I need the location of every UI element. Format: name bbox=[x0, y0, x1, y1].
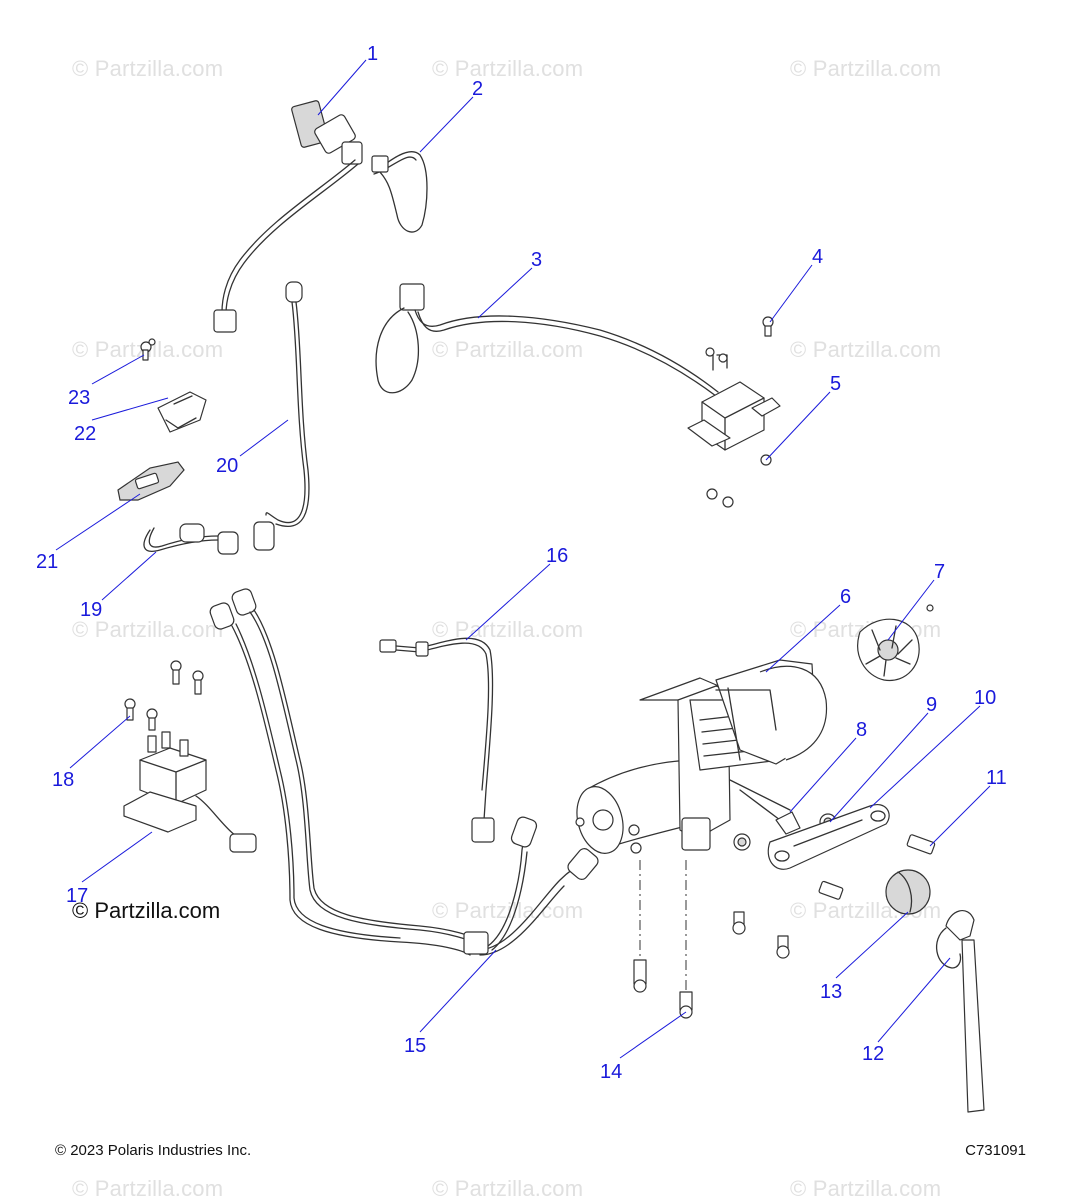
callout-12: 12 bbox=[862, 1043, 884, 1065]
screw-part-18 bbox=[124, 660, 204, 731]
brand-watermark: © Partzilla.com bbox=[72, 898, 221, 923]
solenoid-part-17 bbox=[123, 731, 257, 853]
callout-18: 18 bbox=[52, 769, 74, 791]
callout-20: 20 bbox=[216, 455, 238, 477]
fairlead-part-10 bbox=[767, 804, 890, 870]
callout-5: 5 bbox=[830, 373, 841, 395]
cable-part-20 bbox=[253, 281, 310, 551]
callout-14: 14 bbox=[600, 1061, 622, 1083]
callout-6: 6 bbox=[840, 586, 851, 608]
cable-part-19 bbox=[143, 523, 239, 555]
wire-harness-part-3 bbox=[375, 283, 781, 451]
callout-16: 16 bbox=[546, 545, 568, 567]
callout-7: 7 bbox=[934, 561, 945, 583]
callout-4: 4 bbox=[812, 246, 823, 268]
watermark: © Partzilla.com bbox=[72, 56, 224, 81]
hook-part-12 bbox=[935, 910, 985, 1113]
callout-1: 1 bbox=[367, 43, 378, 65]
watermark: © Partzilla.com bbox=[432, 1176, 584, 1201]
winch-part-6 bbox=[575, 659, 828, 854]
callout-13: 13 bbox=[820, 981, 842, 1003]
callout-11: 11 bbox=[986, 767, 1007, 789]
diagram-id: C731091 bbox=[965, 1142, 1026, 1159]
callout-19: 19 bbox=[80, 599, 102, 621]
cable-part-15 bbox=[209, 588, 599, 956]
watermark: © Partzilla.com bbox=[432, 617, 584, 642]
callout-23: 23 bbox=[68, 387, 90, 409]
watermark: © Partzilla.com bbox=[432, 56, 584, 81]
watermark: © Partzilla.com bbox=[790, 337, 942, 362]
watermark: © Partzilla.com bbox=[790, 56, 942, 81]
screw-part-23 bbox=[140, 338, 156, 361]
bolt-part-14 bbox=[633, 860, 790, 1019]
watermark: © Partzilla.com bbox=[72, 1176, 224, 1201]
watermark: © Partzilla.com bbox=[72, 617, 224, 642]
watermark: © Partzilla.com bbox=[432, 337, 584, 362]
stopper-part-13 bbox=[885, 869, 931, 915]
wire-harness-part-2 bbox=[213, 100, 428, 333]
switch-part-21 bbox=[117, 461, 185, 501]
cover-part-7 bbox=[857, 604, 934, 682]
callout-10: 10 bbox=[974, 687, 996, 709]
callout-2: 2 bbox=[472, 78, 483, 100]
callout-8: 8 bbox=[856, 719, 867, 741]
nut-part-5 bbox=[706, 454, 772, 508]
screw-part-4 bbox=[762, 316, 774, 337]
watermark: © Partzilla.com bbox=[790, 1176, 942, 1201]
copyright-text: © 2023 Polaris Industries Inc. bbox=[55, 1142, 252, 1159]
callout-17: 17 bbox=[66, 885, 88, 907]
callout-21: 21 bbox=[36, 551, 58, 573]
callout-15: 15 bbox=[404, 1035, 426, 1057]
screw-part-11 bbox=[818, 834, 936, 900]
callout-3: 3 bbox=[531, 249, 542, 271]
callout-22: 22 bbox=[74, 423, 96, 445]
callouts: 1 2 3 4 5 6 7 8 9 10 11 12 13 14 15 16 1… bbox=[36, 43, 1007, 1083]
callout-9: 9 bbox=[926, 694, 937, 716]
cable-part-16 bbox=[379, 637, 495, 843]
bracket-part-22 bbox=[157, 391, 207, 433]
strap-part-8 bbox=[729, 779, 791, 811]
